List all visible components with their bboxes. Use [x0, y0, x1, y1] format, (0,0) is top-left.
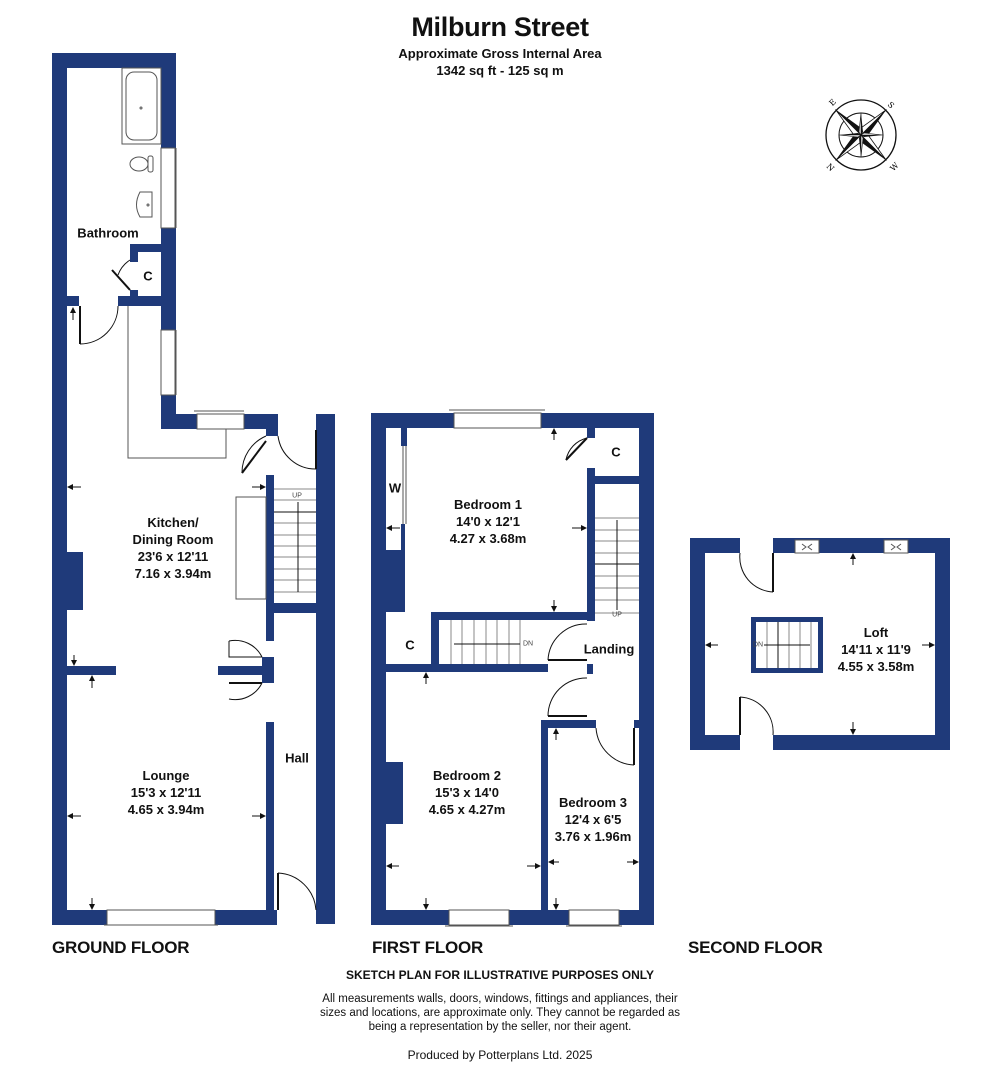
room-cupboard-landing: C: [405, 637, 415, 653]
room-name: Bedroom 1: [454, 497, 522, 512]
area-value: 1342 sq ft - 125 sq m: [436, 63, 564, 78]
compass-label-n: N: [825, 162, 836, 173]
room-bathroom: Bathroom: [77, 225, 139, 241]
room-bedroom-2: Bedroom 2 15'3 x 14'0 4.65 x 4.27m: [429, 767, 506, 818]
second-floor-doors: [739, 552, 774, 736]
floor-label-ground: GROUND FLOOR: [52, 938, 190, 957]
room-name: Lounge: [142, 768, 190, 783]
second-floor-fixtures: [764, 539, 909, 668]
first-floor-fixtures: [402, 409, 639, 927]
compass-label-s: S: [886, 100, 896, 110]
room-loft: Loft 14'11 x 11'9 4.55 x 3.58m: [838, 624, 915, 675]
room-name: Kitchen/: [147, 515, 199, 530]
ground-floor-fixtures: [104, 67, 316, 926]
room-dim-metric: 4.65 x 4.27m: [428, 802, 506, 817]
first-floor-doors: [547, 437, 635, 766]
room-dim-metric: 7.16 x 3.94m: [134, 566, 212, 581]
ground-floor-doors: [79, 259, 317, 911]
disclaimer-line: being a representation by the seller, no…: [368, 1021, 632, 1033]
room-name-line2: Dining Room: [132, 532, 214, 547]
stairs-up-label-first: UP: [612, 611, 622, 619]
room-cupboard-ground: C: [143, 268, 153, 284]
room-bedroom-3: Bedroom 3 12'4 x 6'5 3.76 x 1.96m: [555, 794, 632, 845]
room-dim-metric: 3.76 x 1.96m: [554, 829, 632, 844]
compass-rose-icon: E S N W: [825, 97, 900, 173]
stairs-down-label-second: DN: [752, 641, 764, 649]
compass-label-e: E: [827, 97, 838, 108]
stairs-up-label-ground: UP: [292, 492, 302, 500]
plan-title: Milburn Street: [411, 12, 589, 42]
room-name: Loft: [863, 625, 889, 640]
room-dim-imperial: 23'6 x 12'11: [137, 549, 209, 564]
produced-by: Produced by Potterplans Ltd. 2025: [407, 1048, 593, 1062]
area-subtitle: Approximate Gross Internal Area: [398, 46, 602, 61]
room-wardrobe: W: [388, 480, 402, 496]
room-dim-imperial: 14'11 x 11'9: [841, 642, 911, 657]
floor-label-first: FIRST FLOOR: [372, 938, 484, 957]
room-cupboard-bedroom1: C: [611, 444, 621, 460]
second-floor-plan: [690, 538, 950, 750]
room-landing: Landing: [583, 641, 635, 657]
room-bedroom-1: Bedroom 1 14'0 x 12'1 4.27 x 3.68m: [450, 496, 527, 547]
ground-floor-plan: [52, 53, 335, 925]
disclaimer: All measurements walls, doors, windows, …: [0, 992, 1000, 1034]
room-kitchen-dining: Kitchen/ Dining Room 23'6 x 12'11 7.16 x…: [133, 514, 214, 582]
room-dim-imperial: 15'3 x 14'0: [434, 785, 500, 800]
compass-label-w: W: [888, 160, 900, 173]
floor-label-second: SECOND FLOOR: [688, 938, 823, 957]
room-dim-metric: 4.27 x 3.68m: [449, 531, 527, 546]
room-lounge: Lounge 15'3 x 12'11 4.65 x 3.94m: [128, 767, 205, 818]
room-dim-metric: 4.65 x 3.94m: [127, 802, 205, 817]
room-dim-metric: 4.55 x 3.58m: [837, 659, 915, 674]
room-dim-imperial: 14'0 x 12'1: [455, 514, 521, 529]
stairs-down-label-first: DN: [522, 640, 534, 648]
room-dim-imperial: 15'3 x 12'11: [130, 785, 202, 800]
room-name: Bedroom 2: [433, 768, 501, 783]
room-dim-imperial: 12'4 x 6'5: [564, 812, 622, 827]
disclaimer-line: sizes and locations, are approximate onl…: [319, 1007, 681, 1019]
room-hall: Hall: [285, 750, 309, 766]
room-name: Bedroom 3: [559, 795, 627, 810]
first-floor-plan: [371, 413, 654, 925]
disclaimer-line: All measurements walls, doors, windows, …: [322, 993, 678, 1005]
sketch-notice: SKETCH PLAN FOR ILLUSTRATIVE PURPOSES ON…: [345, 968, 655, 982]
